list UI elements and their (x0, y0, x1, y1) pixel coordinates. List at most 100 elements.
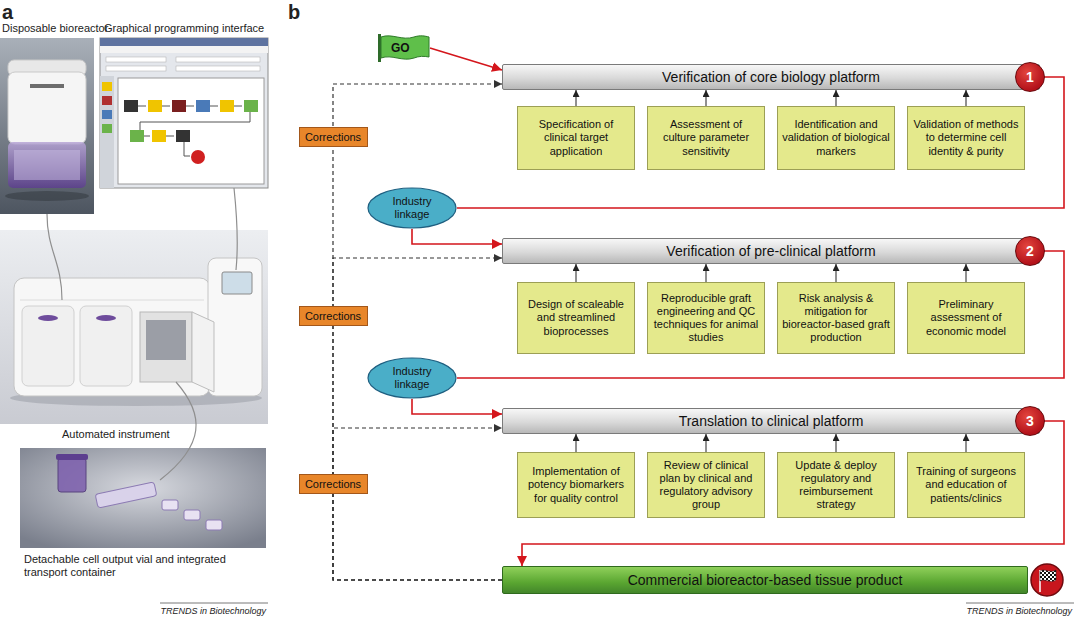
task-box: Preliminary assessment of economic model (907, 282, 1025, 354)
input-arrow (706, 264, 707, 282)
instrument-photo (140, 312, 192, 382)
source-rule (160, 603, 1074, 604)
bioreactor-photo (8, 72, 86, 144)
vial-photo (206, 520, 222, 530)
input-arrow (966, 90, 967, 106)
flow-arrow (412, 229, 502, 244)
interface-screenshot (106, 57, 166, 62)
input-arrow (836, 264, 837, 282)
node-text: Industry linkage (384, 195, 440, 220)
node-text: Update & deploy regulatory and reimburse… (782, 459, 890, 512)
task-box: Design of scaleable and streamlined biop… (517, 282, 635, 354)
interface-screenshot (100, 76, 114, 188)
node-text: Risk analysis & mitigation for bioreacto… (782, 292, 890, 345)
flow-arrow (457, 77, 1064, 208)
instrument-photo (192, 312, 214, 392)
photo-caption: Detachable cell output vial and integrat… (24, 553, 244, 579)
flow-arrow (522, 421, 1064, 566)
interface-screenshot (176, 130, 190, 142)
industry-ellipse: Industry linkage (367, 187, 457, 229)
ellipse-outline (368, 188, 456, 228)
node-text: Training of surgeons and education of pa… (912, 465, 1020, 505)
node-text: Validation of methods to determine cell … (912, 118, 1020, 158)
interface-screenshot (196, 100, 210, 112)
instrument-photo (222, 272, 252, 294)
vial-photo (184, 510, 200, 520)
node-text: Corrections (305, 310, 361, 322)
interface-screenshot (124, 100, 138, 112)
node-text: GO (391, 41, 410, 55)
node-text: Verification of core biology platform (662, 69, 880, 85)
node-text: Design of scaleable and streamlined biop… (522, 298, 630, 338)
flag-cloth (381, 36, 429, 59)
feedback-arrow (333, 84, 502, 580)
leader-line (234, 188, 237, 270)
interface-screenshot (102, 96, 112, 105)
bioreactor-photo (0, 38, 94, 214)
leader-line (47, 188, 237, 480)
input-arrow (966, 264, 967, 282)
vial-photo (56, 454, 88, 460)
interface-screenshot (102, 124, 112, 133)
node-text: Commercial bioreactor-based tissue produ… (628, 572, 903, 588)
interface-screenshot (138, 106, 250, 156)
input-arrow (576, 434, 577, 452)
node-text: Industry linkage (384, 365, 440, 390)
industry-ellipse: Industry linkage (367, 357, 457, 399)
node-text: Preliminary assessment of economic model (912, 298, 1020, 338)
task-box: Identification and validation of biologi… (777, 106, 895, 170)
finish-flag-icon (1040, 570, 1056, 581)
node-text: 3 (1026, 413, 1034, 429)
ellipse-outline (368, 358, 456, 398)
interface-screenshot (176, 57, 260, 62)
photo-caption: Disposable bioreactor (2, 22, 108, 35)
vial-photo (20, 448, 266, 548)
corrections-box: Corrections (299, 306, 368, 326)
node-text: Corrections (305, 478, 361, 490)
instrument-photo (208, 258, 262, 396)
panel-letter: b (288, 0, 300, 24)
stage-number: 3 (1015, 406, 1045, 436)
input-arrow (706, 434, 707, 452)
node-text: Reproducible graft engineering and QC te… (652, 292, 760, 345)
interface-screenshot (220, 100, 234, 112)
task-box: Review of clinical plan by clinical and … (647, 452, 765, 518)
interface-screenshot (102, 110, 112, 119)
interface-screenshot (191, 150, 205, 164)
node-text: Corrections (305, 131, 361, 143)
finish-flag-icon (1031, 564, 1063, 596)
source-rule (160, 603, 268, 604)
bioreactor-photo (5, 191, 89, 201)
interface-screenshot (176, 66, 260, 71)
stage-number: 1 (1015, 62, 1045, 92)
node-text: Translation to clinical platform (679, 413, 864, 429)
finish-flag-icon (1031, 564, 1063, 596)
instrument-photo (80, 306, 132, 386)
feedback-arrow (333, 428, 502, 580)
corrections-box: Corrections (299, 127, 368, 147)
task-box: Implementation of potency biomarkers for… (517, 452, 635, 518)
input-arrow (836, 90, 837, 106)
node-text: Verification of pre-clinical platform (666, 243, 875, 259)
vial-photo (58, 458, 86, 492)
interface-screenshot (152, 130, 166, 142)
stage-bar: 3 Translation to clinical platform (502, 408, 1040, 434)
vial-photo (162, 500, 178, 510)
leader-line (47, 214, 62, 300)
photo-caption: Graphical programming interface (104, 22, 264, 35)
node-text: 2 (1026, 243, 1034, 259)
source-credit: TRENDS in Biotechnology (966, 606, 1072, 617)
instrument-photo (96, 315, 116, 321)
task-box: Risk analysis & mitigation for bioreacto… (777, 282, 895, 354)
stage-number: 2 (1015, 236, 1045, 266)
bioreactor-photo (0, 38, 94, 214)
source-rule (966, 603, 1074, 604)
panel-letter: a (2, 0, 13, 24)
task-box: Training of surgeons and education of pa… (907, 452, 1025, 518)
corrections-box: Corrections (299, 474, 368, 494)
interface-screenshot (244, 100, 258, 112)
input-arrow (576, 90, 577, 106)
interface-screenshot (172, 100, 186, 112)
bioreactor-photo (8, 142, 86, 188)
